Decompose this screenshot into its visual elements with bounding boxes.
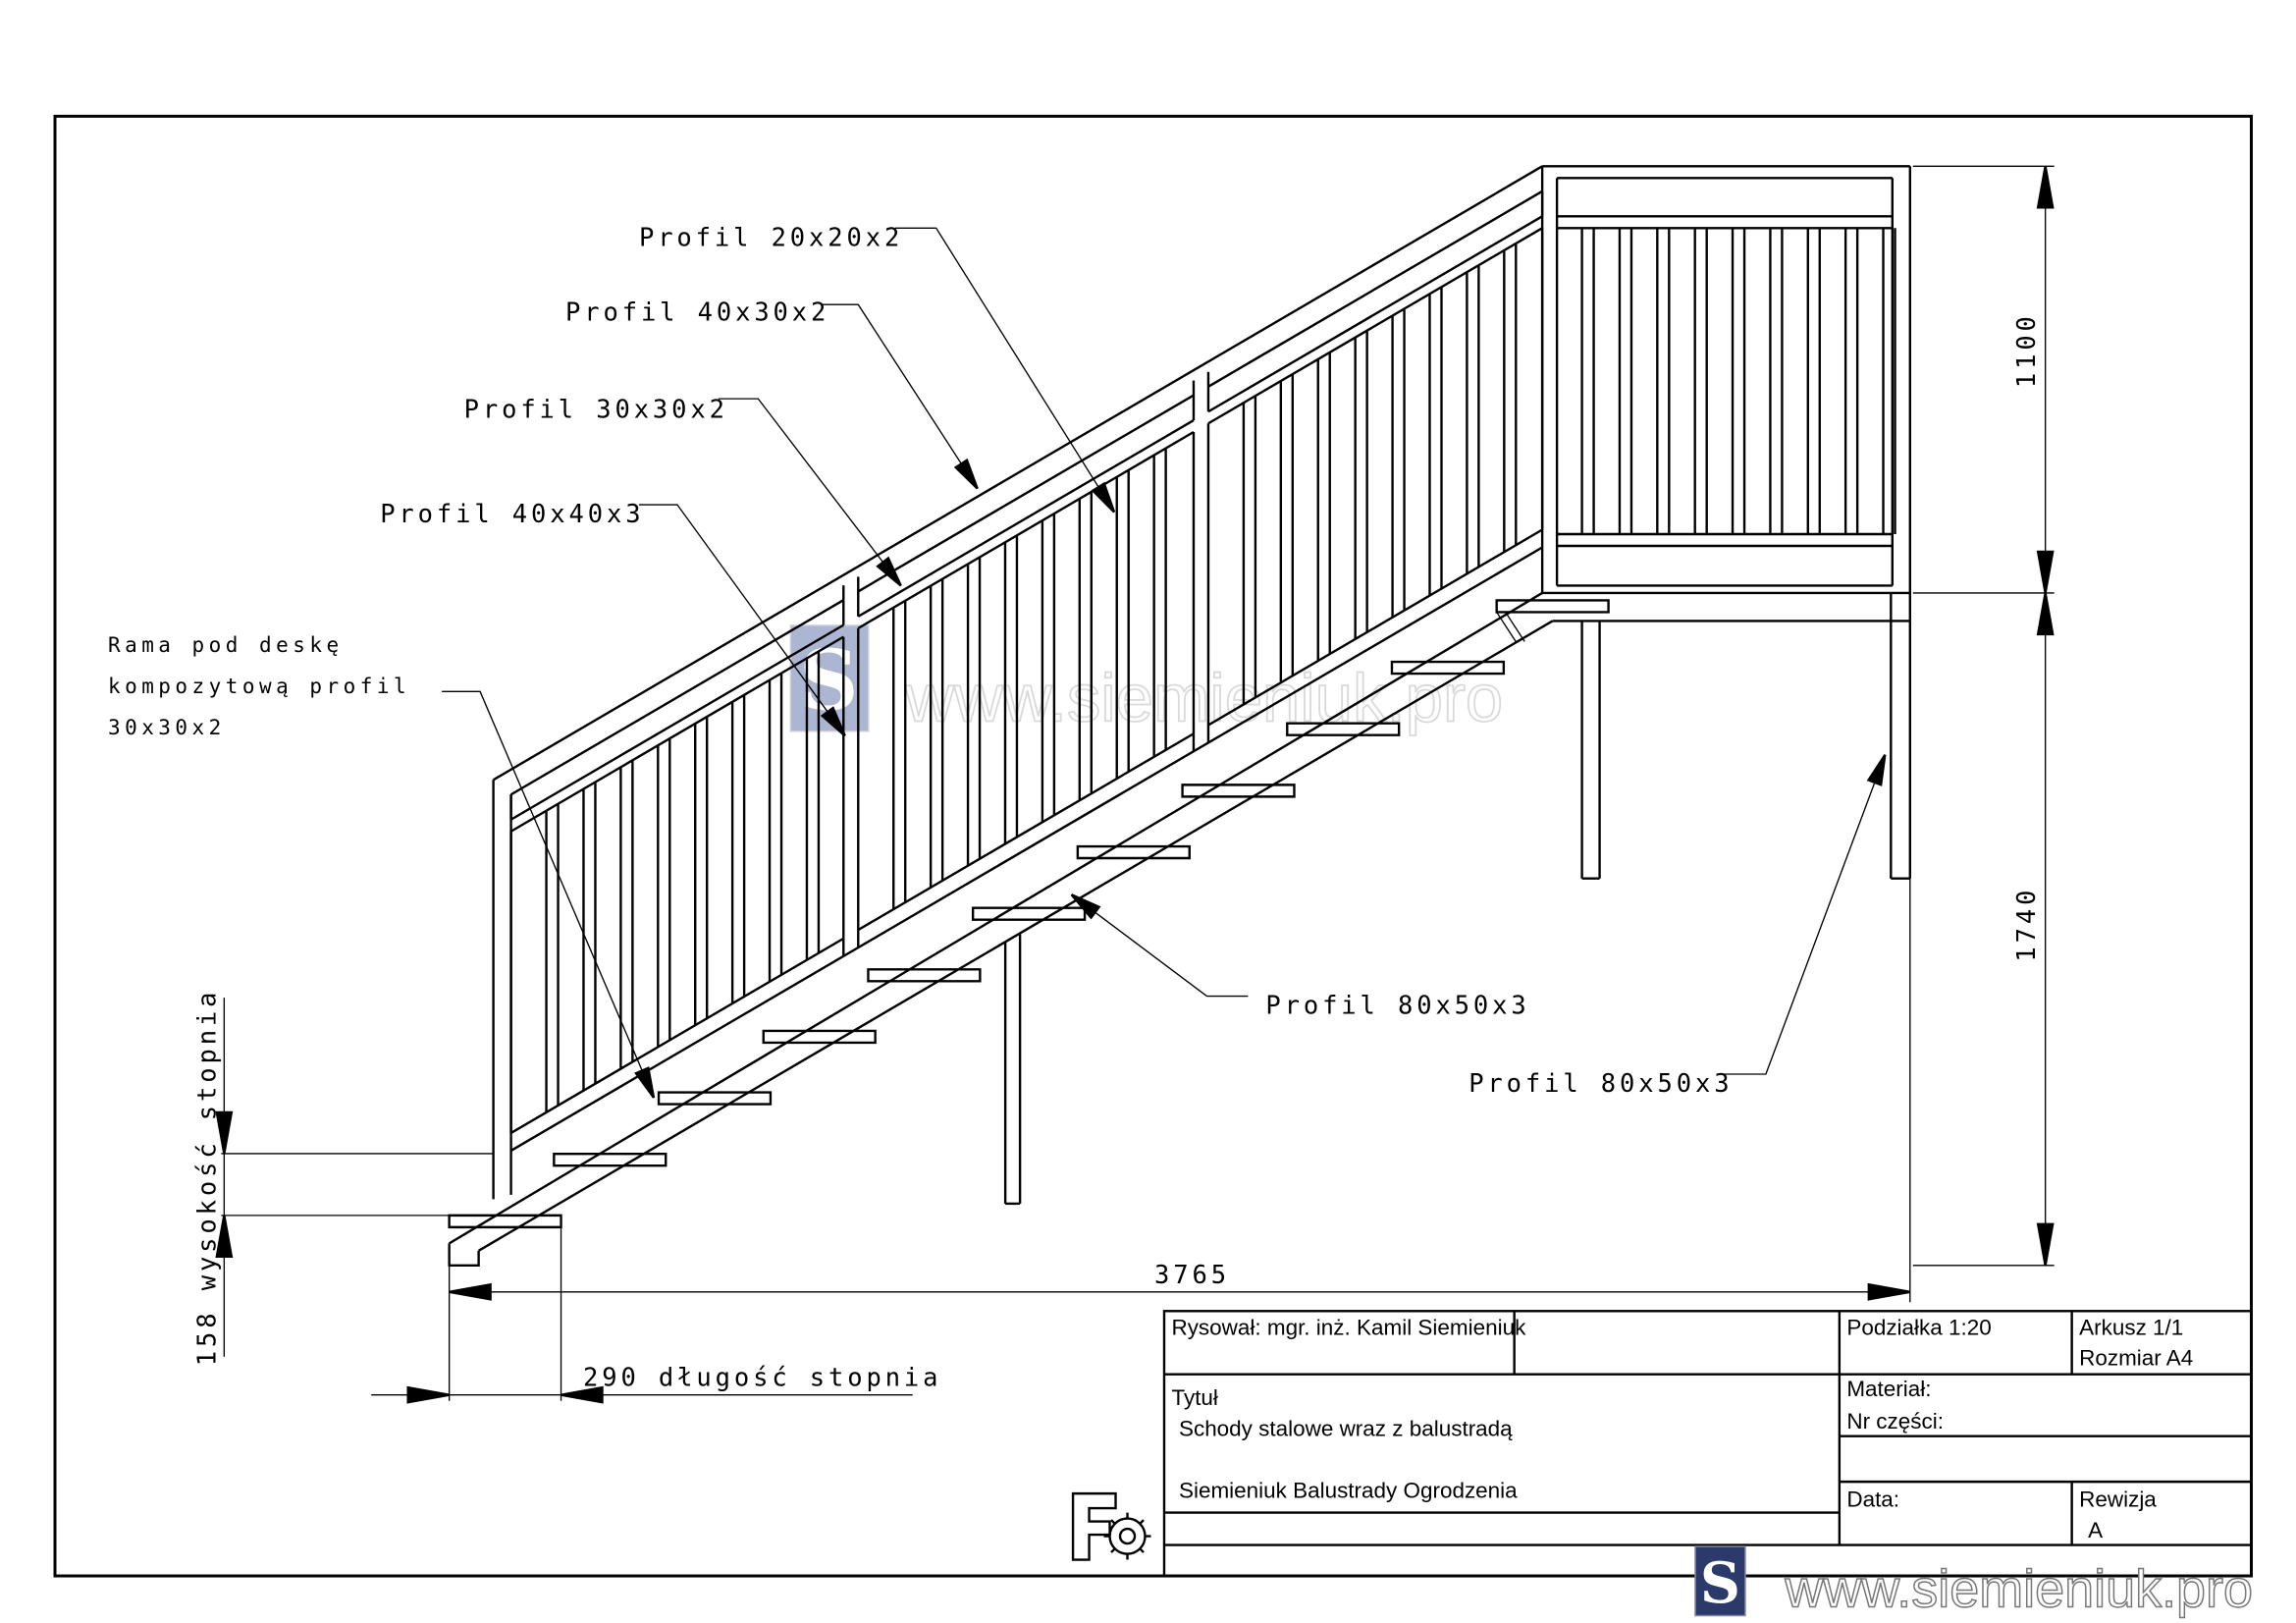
rail-line <box>1207 215 1543 413</box>
rail-line <box>857 430 1195 629</box>
stringer-bottom <box>478 620 1554 1252</box>
leader-profil-40x30x2-arrow <box>953 458 979 490</box>
drawing-border <box>53 114 2253 1578</box>
dim-arrow <box>449 1282 492 1301</box>
label-profil-80x50x3-stringer: Profil 80x50x3 <box>1265 992 1529 1021</box>
rail-line <box>509 599 844 796</box>
label-profil-40x30x2: Profil 40x30x2 <box>565 298 829 328</box>
revision-value: A <box>2088 1518 2103 1542</box>
stringer-end <box>448 1243 480 1268</box>
leader-profil-20x20x2 <box>894 227 1115 513</box>
rail-line <box>1207 528 1543 727</box>
label-profil-80x50x3-post: Profil 80x50x3 <box>1468 1069 1733 1099</box>
dim-arrow <box>215 1110 234 1155</box>
leader-profil-80x50x3-stringer <box>1071 893 1249 998</box>
step-tread <box>448 1214 562 1229</box>
footer-logo-icon <box>1694 1545 1746 1617</box>
dim-arrow <box>2036 592 2055 636</box>
bottom-rail <box>509 546 1543 1152</box>
leader-profil-40x30x2 <box>821 303 979 489</box>
label-profil-40x40x3: Profil 40x40x3 <box>380 500 644 529</box>
stair-geometry <box>215 165 2055 1404</box>
rail-line <box>1207 227 1543 425</box>
leader-profil-40x40x3 <box>638 504 846 736</box>
leader-profil-80x50x3-post <box>1724 754 1886 1075</box>
leader-profil-30x30x2 <box>718 398 902 586</box>
leader-profil-80x50x3-stringer-arrow <box>1070 893 1101 920</box>
dimension-landing-height: 1740 <box>2012 887 2042 962</box>
step-tread <box>1286 722 1401 736</box>
dim-arrow <box>2036 1222 2055 1267</box>
leader-rama <box>442 690 655 1099</box>
label-profil-30x30x2: Profil 30x30x2 <box>464 396 728 425</box>
footer-website: www.siemieniuk.pro <box>1784 1560 2253 1619</box>
dim-arrow <box>2036 166 2055 209</box>
material-label: Materiał: <box>1846 1377 1931 1401</box>
label-rama-line2: kompozytową profil <box>108 675 410 698</box>
stringer-joint <box>1496 612 1517 642</box>
revision-label: Rewizja <box>2079 1488 2157 1512</box>
leader-profil-40x40x3-arrow <box>820 706 846 737</box>
stringer-top <box>449 591 1543 1245</box>
sheet-size: Rozmiar A4 <box>2079 1346 2193 1371</box>
cad-gear-logo-icon <box>1071 1491 1151 1561</box>
rail-line <box>509 937 844 1134</box>
dim-arrow <box>2036 550 2055 594</box>
step-tread <box>762 1029 877 1045</box>
sheet-number: Arkusz 1/1 <box>2079 1315 2183 1339</box>
watermark-text: www.siemieniuk.pro <box>904 660 1503 735</box>
dim-arrow <box>561 1385 604 1404</box>
drawing-title: Schody stalowe wraz z balustradą <box>1179 1417 1513 1441</box>
leader-profil-30x30x2-arrow <box>876 556 902 587</box>
rail-line <box>509 635 844 833</box>
dim-arrow <box>215 1215 234 1259</box>
date-label: Data: <box>1846 1488 1899 1512</box>
rail-line <box>1207 189 1543 388</box>
dimension-rail-height: 1100 <box>2012 312 2042 388</box>
step-tread <box>1181 784 1296 798</box>
footer-branding: S www.siemieniuk.pro <box>1694 1545 2254 1619</box>
dim-arrow <box>1867 1282 1911 1301</box>
footer-logo-letter: S <box>1700 1551 1740 1616</box>
step-tread <box>657 1091 773 1106</box>
label-profil-20x20x2: Profil 20x20x2 <box>639 223 903 252</box>
title-label: Tytuł <box>1171 1385 1217 1410</box>
dimension-step-depth: 290 długość stopnia <box>583 1364 941 1393</box>
leader-rama-arrow <box>634 1066 656 1099</box>
rail-line <box>857 394 1195 593</box>
handrail-top <box>492 165 1543 782</box>
scale: Podziałka 1:20 <box>1846 1315 1991 1339</box>
company-name: Siemieniuk Balustrady Ogrodzenia <box>1179 1479 1518 1503</box>
step-tread <box>971 906 1087 921</box>
leader-profil-80x50x3-post-arrow <box>1866 754 1887 786</box>
label-rama-line1: Rama pod deskę <box>108 633 344 657</box>
dim-arrow <box>406 1385 450 1404</box>
rail-line <box>857 732 1195 932</box>
rail-line <box>857 419 1195 618</box>
stringer-joint <box>1505 612 1525 642</box>
step-tread <box>1076 844 1191 860</box>
step-tread <box>867 968 982 983</box>
leader-profil-20x20x2-arrow <box>1091 481 1116 514</box>
step-tread <box>1390 660 1506 676</box>
part-number-label: Nr części: <box>1846 1409 1944 1434</box>
dimension-total-length: 3765 <box>1154 1261 1230 1290</box>
step-tread <box>553 1153 667 1167</box>
step-tread <box>1495 599 1610 614</box>
dimension-step-height: 158 wysokość stopnia <box>192 989 222 1367</box>
label-rama-line3: 30x30x2 <box>108 716 226 739</box>
drawn-by: Rysował: mgr. inż. Kamil Siemieniuk <box>1171 1315 1526 1339</box>
